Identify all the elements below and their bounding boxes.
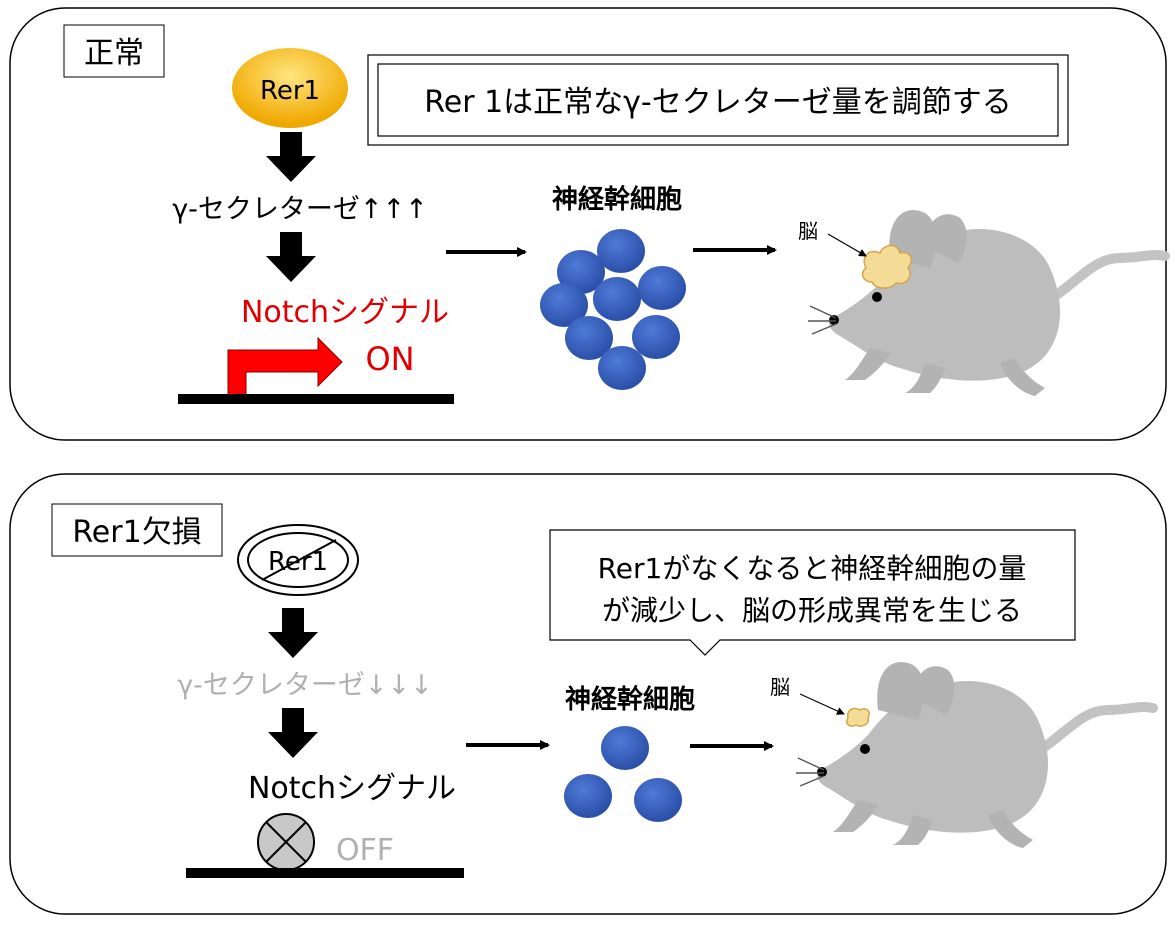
cell (634, 778, 682, 822)
brain-small (845, 707, 871, 727)
down-arrow-2 (266, 232, 316, 282)
cell (632, 315, 680, 359)
cell (540, 283, 588, 327)
down-arrow-3 (268, 608, 318, 658)
gamma-secretase-down: γ-セクレターゼ↓↓↓ (177, 670, 433, 701)
cell (597, 229, 645, 273)
brain-label-knockout: 脳 (770, 675, 790, 699)
rer1-protein (232, 48, 348, 128)
mouse-knockout (796, 662, 1153, 848)
cell (557, 250, 605, 294)
down-arrow-4 (268, 708, 318, 758)
panel-normal-label: 正常 (84, 36, 144, 71)
panel-knockout-label-box (51, 503, 223, 557)
notch-signal-knockout: Notchシグナル (248, 771, 456, 806)
normal-summary-text: Rer 1は正常なγ-セクレターゼ量を調節する (424, 85, 1012, 120)
mouse-normal (808, 210, 1165, 396)
neural-stem-cells-label: 神経幹細胞 (552, 184, 682, 215)
cell (598, 346, 646, 390)
state-off: OFF (336, 833, 394, 868)
brain-label-normal: 脳 (798, 219, 818, 243)
cell (565, 316, 613, 360)
down-arrow-1 (266, 132, 316, 182)
cell (564, 774, 612, 818)
crossed-circle-icon (257, 813, 315, 871)
dna-line-normal (178, 394, 454, 404)
state-on: ON (365, 340, 414, 378)
bent-arrow-icon (227, 336, 343, 397)
brain-large (861, 244, 912, 289)
summary-box-inner (377, 63, 1059, 137)
notch-signal-normal: Notchシグナル (241, 295, 449, 330)
neural-stem-cell-cluster-small (564, 726, 682, 822)
speech-bubble (549, 529, 1076, 656)
brain-pointer-knockout (799, 693, 845, 715)
brain-pointer-normal (827, 233, 867, 257)
neural-stem-cells-label-knockout: 神経幹細胞 (565, 684, 695, 715)
neural-stem-cell-cluster (540, 229, 686, 390)
knockout-summary-line1: Rer1がなくなると神経幹細胞の量 (598, 552, 1027, 585)
cell (601, 726, 649, 770)
panel-normal-label-box (63, 24, 165, 78)
knockout-summary-line2: が減少し、脳の形成異常を生じる (602, 594, 1022, 627)
rer1-label: Rer1 (260, 76, 320, 106)
panel-knockout-label: Rer1欠損 (72, 515, 201, 550)
dna-line-knockout (186, 868, 464, 878)
prohibition-icon: Rer1 (237, 524, 359, 596)
cell (638, 266, 686, 310)
gamma-secretase-up: γ-セクレターゼ↑↑↑ (172, 194, 428, 225)
cell (593, 277, 641, 321)
